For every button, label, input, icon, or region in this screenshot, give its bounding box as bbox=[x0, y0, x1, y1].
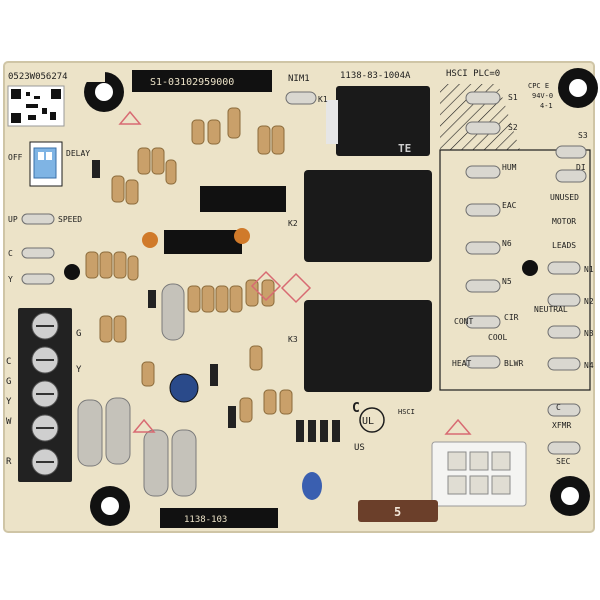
cpc-label: CPC E bbox=[528, 82, 549, 90]
capacitor bbox=[234, 228, 250, 244]
hsc-bottom: HSCI bbox=[398, 408, 415, 416]
n3-label: N3 bbox=[584, 329, 594, 338]
speed-label: SPEED bbox=[58, 215, 82, 224]
n5-label: N5 bbox=[502, 277, 512, 286]
cont-label: CONT bbox=[454, 317, 473, 326]
connector-pins bbox=[447, 451, 511, 495]
part-number-plate bbox=[132, 70, 272, 92]
ul-logo bbox=[359, 407, 385, 433]
left-pins bbox=[21, 213, 55, 285]
fuse bbox=[358, 500, 438, 522]
up-label: UP bbox=[8, 215, 18, 224]
s1-label: S1 bbox=[508, 93, 518, 102]
transistor bbox=[522, 260, 538, 276]
qr-code-pattern bbox=[11, 89, 61, 123]
heat-label: HEAT bbox=[452, 359, 471, 368]
n6-label: N6 bbox=[502, 239, 512, 248]
hsc-plc: HSCI PLC=0 bbox=[446, 69, 500, 79]
ul-us: US bbox=[354, 443, 365, 453]
bottom-code-plate bbox=[160, 508, 278, 528]
terminal-label-c: C bbox=[6, 357, 11, 367]
terminal-screws bbox=[31, 312, 59, 476]
di-label: DI bbox=[576, 163, 586, 172]
nim-label: NIM1 bbox=[288, 74, 310, 84]
k3-label: K3 bbox=[288, 335, 298, 344]
relay-k2 bbox=[304, 170, 432, 262]
ic-chip-1 bbox=[200, 186, 286, 212]
diode-array bbox=[92, 160, 340, 442]
ic-chip-2 bbox=[164, 230, 242, 254]
part-number: S1-03102959000 bbox=[150, 77, 234, 88]
hum-label: HUM bbox=[502, 163, 517, 172]
barcode-text: 0523W056274 bbox=[8, 72, 68, 82]
terminal-right-y: Y bbox=[76, 365, 82, 375]
leads-label: LEADS bbox=[552, 241, 576, 250]
power-resistors bbox=[77, 283, 197, 497]
transistor bbox=[64, 264, 80, 280]
terminal-label-y: Y bbox=[6, 397, 12, 407]
k2-label: K2 bbox=[288, 219, 298, 228]
cpc-line3: 4-1 bbox=[540, 102, 553, 110]
pcb-substrate bbox=[3, 61, 595, 533]
n1-label: N1 bbox=[584, 265, 594, 274]
cir-label: CIR bbox=[504, 313, 519, 322]
bottom-code: 1138-103 bbox=[184, 515, 227, 525]
relay-k1: TE bbox=[326, 86, 430, 156]
motor-label: MOTOR bbox=[552, 217, 576, 226]
cool-label: COOL bbox=[488, 333, 507, 342]
fuse-rating: 5 bbox=[394, 505, 401, 519]
warning-marks bbox=[118, 110, 472, 435]
motor-zone-outline bbox=[439, 149, 591, 391]
s2-label: S2 bbox=[508, 123, 518, 132]
terminal-right-g: G bbox=[76, 329, 81, 339]
terminal-label-w: W bbox=[6, 417, 12, 427]
capacitor bbox=[142, 232, 158, 248]
dip-off-label: OFF bbox=[8, 153, 23, 162]
eac-label: EAC bbox=[502, 201, 517, 210]
n2-label: N2 bbox=[584, 297, 594, 306]
film-capacitor bbox=[302, 472, 322, 500]
terminal-label-r: R bbox=[6, 457, 12, 467]
ul-c: C bbox=[352, 401, 360, 416]
y-left-label: Y bbox=[8, 275, 13, 284]
relay-brand: TE bbox=[398, 142, 411, 155]
dip-switch bbox=[33, 147, 57, 179]
k1-label: K1 bbox=[318, 95, 328, 104]
n4-label: N4 bbox=[584, 361, 594, 370]
relay-k3 bbox=[304, 300, 432, 392]
unused-label: UNUSED bbox=[550, 193, 579, 202]
c-right-label: C bbox=[556, 403, 561, 412]
dip-delay-label: DELAY bbox=[66, 149, 90, 158]
xfmr-label: XFMR bbox=[552, 421, 571, 430]
blwr-label: BLWR bbox=[504, 359, 523, 368]
electrolytic-capacitor bbox=[169, 373, 199, 403]
s3-label: S3 bbox=[578, 131, 588, 140]
sec-label: SEC bbox=[556, 457, 571, 466]
mounting-holes bbox=[84, 68, 598, 526]
terminal-label-g: G bbox=[6, 377, 11, 387]
c-left-label: C bbox=[8, 249, 13, 258]
spade-terminals bbox=[285, 91, 587, 455]
ul-logo-text: UL bbox=[362, 416, 374, 427]
cpc-line2: 94V-0 bbox=[532, 92, 553, 100]
top-code: 1138-83-1004A bbox=[340, 71, 411, 81]
neutral-label: NEUTRAL bbox=[534, 305, 568, 314]
